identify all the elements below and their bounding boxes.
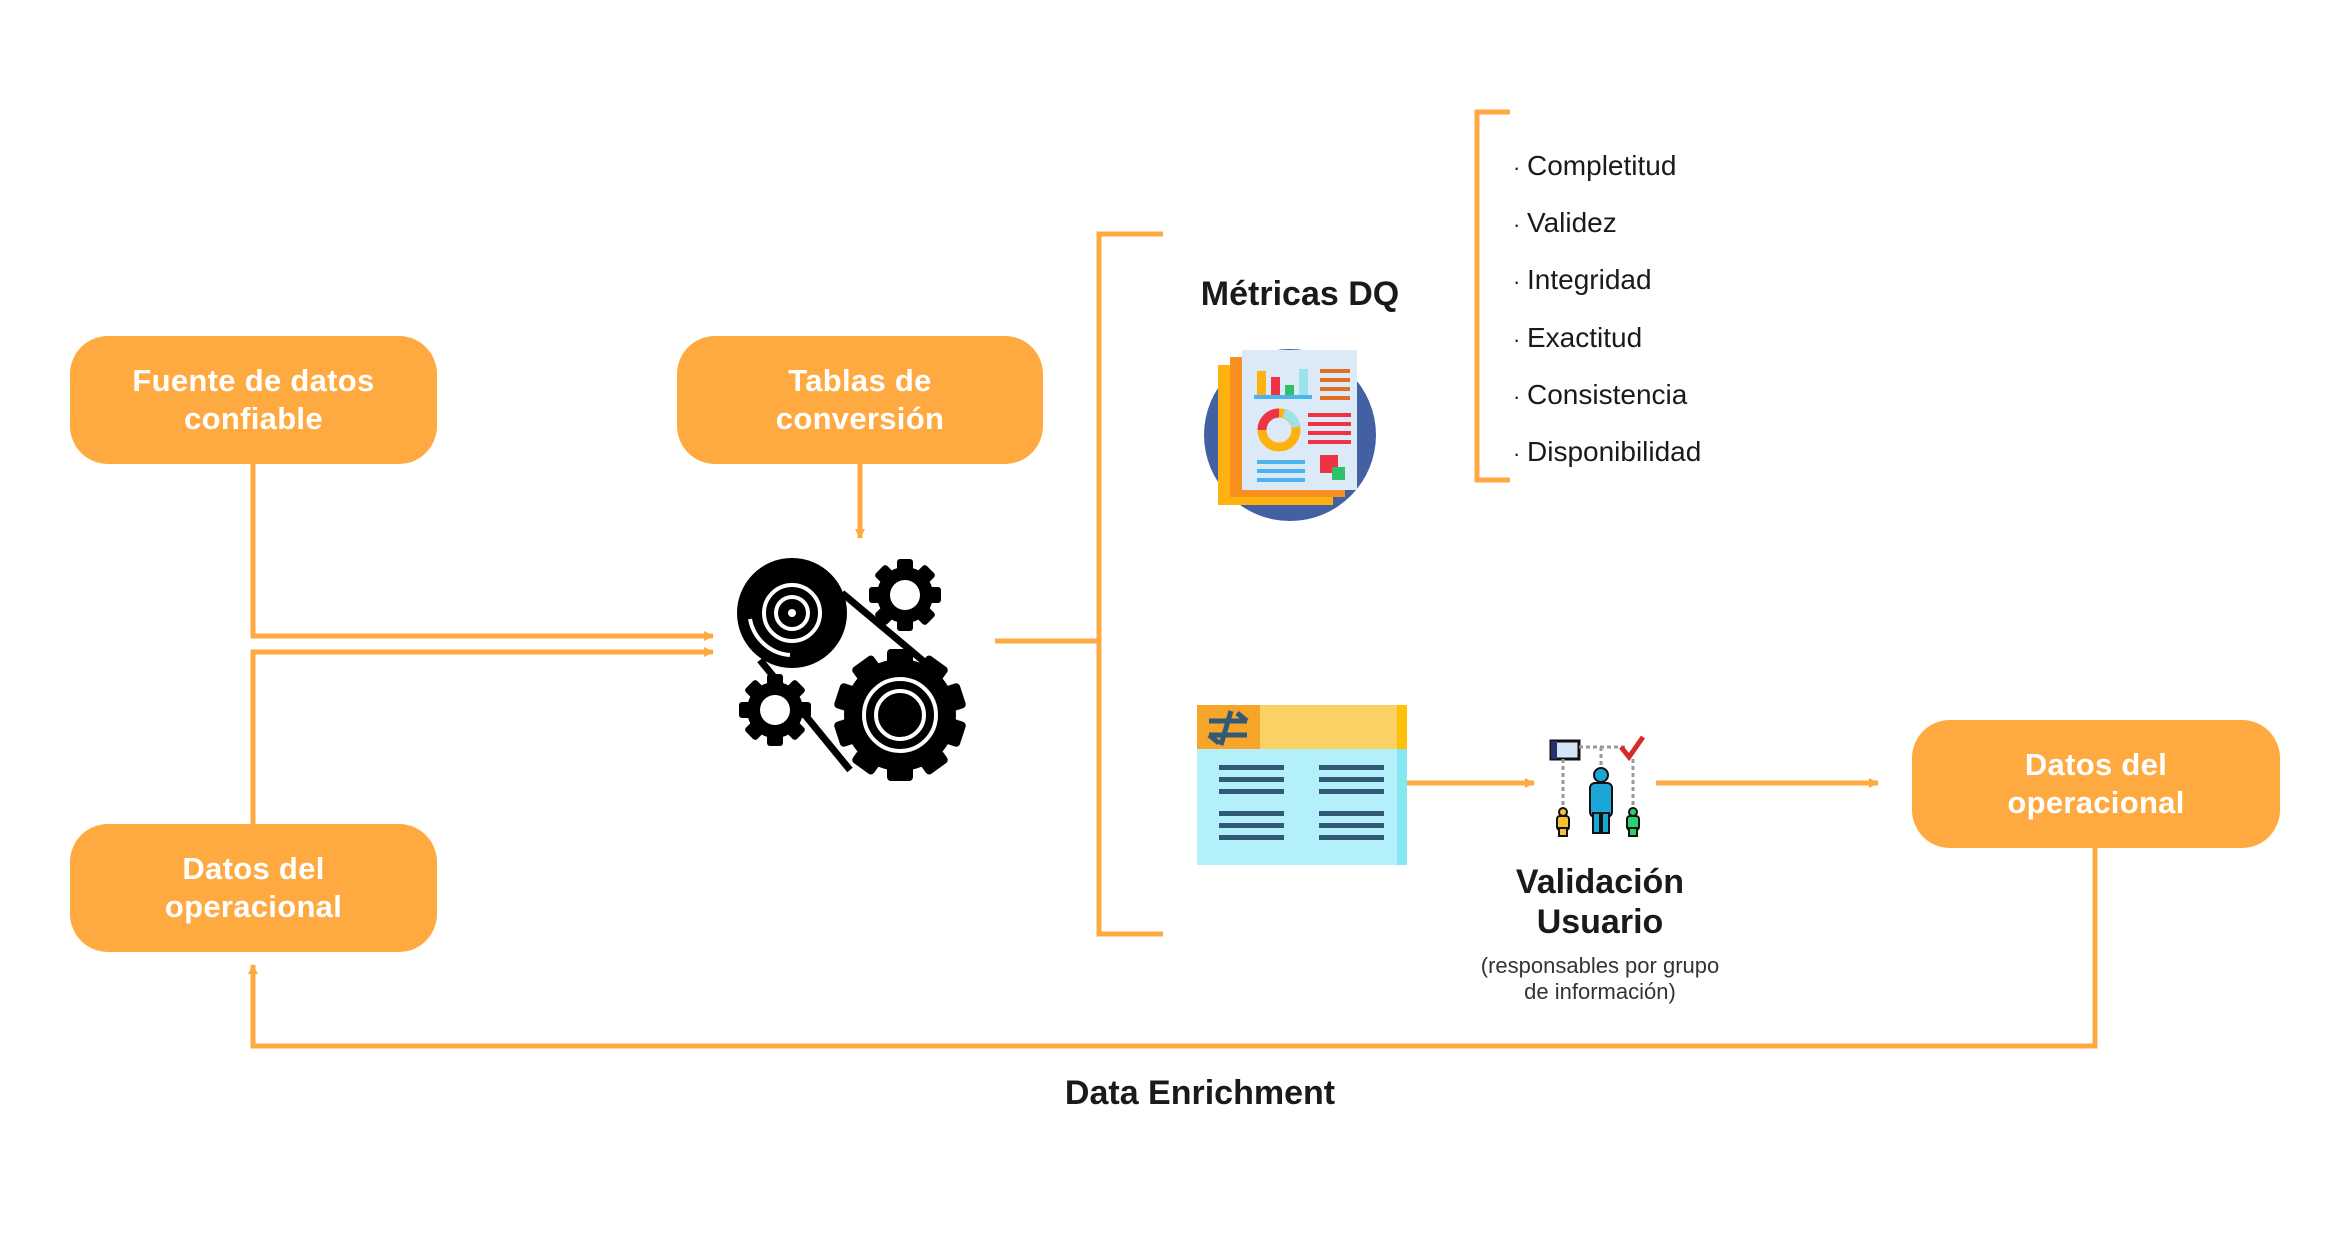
validation-subtitle-line1: (responsables por grupo — [1480, 953, 1720, 978]
metric-item: ·Exactitud — [1513, 310, 1701, 367]
source-node-label-line2: confiable — [184, 401, 323, 436]
bullet-icon: · — [1513, 383, 1521, 409]
metrics-title: Métricas DQ — [1200, 275, 1400, 313]
data-enrichment-label: Data Enrichment — [1064, 1074, 1336, 1112]
source-node-label-line1: Fuente de datos — [132, 363, 375, 398]
conversion-tables-label-line1: Tablas de — [788, 363, 932, 398]
operational-output-node[interactable]: Datos del operacional — [1912, 720, 2280, 848]
operational-output-label-line1: Datos del — [2024, 747, 2168, 782]
validation-subtitle: (responsables por grupo de información) — [1440, 953, 1760, 1005]
metrics-list: ·Completitud ·Validez ·Integridad ·Exact… — [1513, 138, 1701, 481]
operational-output-label-line2: operacional — [2007, 785, 2185, 820]
validation-title: Validación Usuario — [1440, 862, 1760, 942]
source-node[interactable]: Fuente de datos confiable — [70, 336, 437, 464]
gears-belt-icon — [737, 558, 966, 781]
report-dashboard-icon — [1204, 349, 1376, 521]
connector-source-to-gears — [250, 464, 714, 641]
bullet-icon: · — [1513, 441, 1521, 467]
connector-data-enrichment-loop — [248, 848, 2098, 1049]
conversion-table-icon — [1197, 705, 1407, 865]
validation-title-line1: Validación — [1515, 863, 1685, 901]
operational-input-label-line2: operacional — [164, 889, 343, 924]
operational-input-label-line1: Datos del — [182, 851, 325, 886]
metric-item: ·Integridad — [1513, 252, 1701, 309]
bullet-icon: · — [1513, 155, 1521, 180]
connector-operational-to-gears — [250, 647, 714, 824]
branch-bracket — [1096, 231, 1163, 937]
validation-subtitle-line2: de información) — [1524, 979, 1676, 1004]
bullet-icon: · — [1513, 269, 1521, 295]
conversion-tables-label-line2: conversión — [775, 401, 945, 436]
metric-item: ·Completitud — [1513, 138, 1701, 195]
bullet-icon: · — [1513, 326, 1521, 352]
metric-item: ·Consistencia — [1513, 367, 1701, 424]
metric-item: ·Validez — [1513, 195, 1701, 252]
bullet-icon: · — [1513, 212, 1521, 238]
validation-title-line2: Usuario — [1536, 903, 1664, 941]
user-validation-icon — [1549, 735, 1646, 837]
operational-input-node[interactable]: Datos del operacional — [70, 824, 437, 952]
metrics-list-bracket — [1474, 109, 1510, 483]
metric-item: ·Disponibilidad — [1513, 424, 1701, 481]
conversion-tables-node[interactable]: Tablas de conversión — [677, 336, 1043, 464]
